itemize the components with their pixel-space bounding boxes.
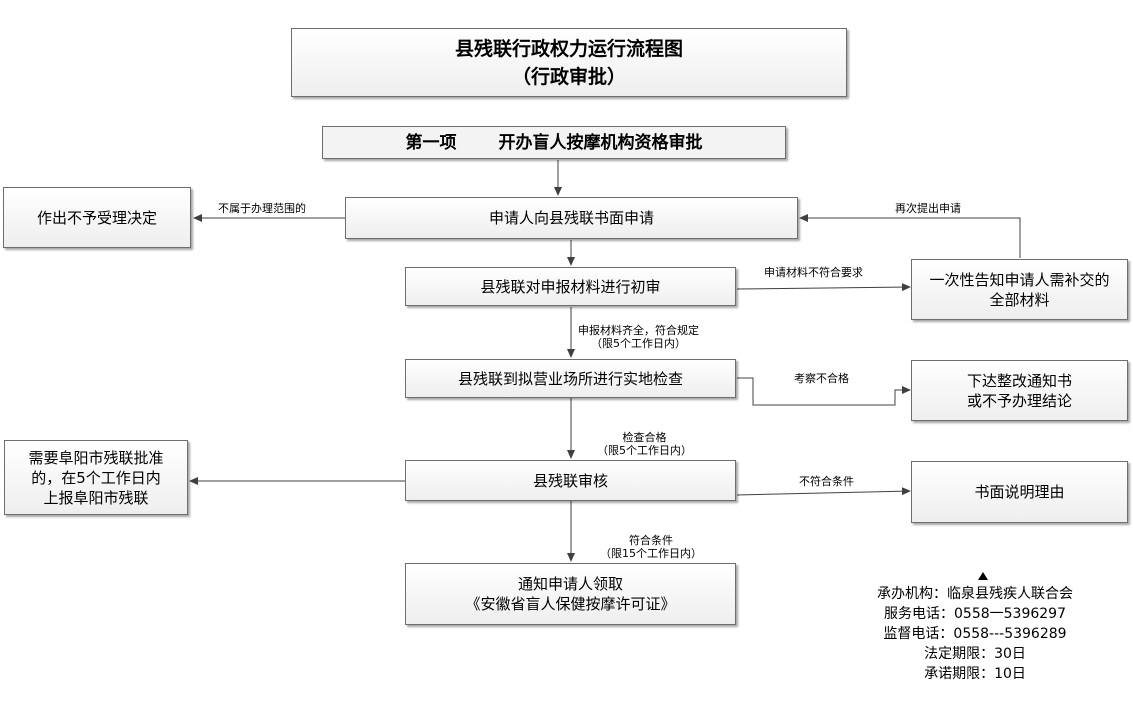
rectify-line2: 或不予办理结论 <box>966 391 1072 410</box>
contact-info: 承办机构：临泉县残疾人联合会 服务电话：0558一5396297 监督电话：05… <box>850 584 1100 684</box>
reject-box: 作出不予受理决定 <box>3 187 191 248</box>
initial-review-text: 县残联对申报材料进行初审 <box>480 277 661 296</box>
explain-box: 书面说明理由 <box>911 461 1128 523</box>
notify-line1: 通知申请人领取 <box>517 575 623 593</box>
supplement-box: 一次性告知申请人需补交的 全部材料 <box>911 259 1128 320</box>
label-inspection-failed: 考察不合格 <box>794 372 849 385</box>
diagram-title: 县残联行政权力运行流程图 （行政审批） <box>291 28 847 97</box>
label-resubmit: 再次提出申请 <box>895 202 961 215</box>
label-inspection-passed: 检查合格 （限5个工作日内） <box>597 431 692 457</box>
label-inspection-passed-line2: （限5个工作日内） <box>597 444 692 457</box>
info-org: 承办机构：临泉县残疾人联合会 <box>877 586 1073 602</box>
info-supervise-phone: 监督电话：0558---5396289 <box>883 626 1067 642</box>
rectify-line1: 下达整改通知书 <box>966 371 1072 390</box>
info-promised-period: 承诺期限：10日 <box>924 666 1026 682</box>
label-conditions-met-line2: （限15个工作日内） <box>600 547 702 560</box>
label-materials-complete-line1: 申报材料齐全，符合规定 <box>578 324 699 337</box>
label-inspection-passed-line1: 检查合格 <box>622 431 667 444</box>
label-conditions-unmet: 不符合条件 <box>799 475 854 488</box>
report-line3: 上报阜阳市残联 <box>43 488 149 507</box>
notify-line2: 《安徽省盲人保健按摩许可证》 <box>465 595 676 613</box>
arrow-initial-to-supplement <box>736 283 911 292</box>
apply-box: 申请人向县残联书面申请 <box>345 197 798 239</box>
apply-text: 申请人向县残联书面申请 <box>488 209 654 227</box>
report-line2: 的，在5个工作日内 <box>31 468 161 487</box>
notify-box: 通知申请人领取 《安徽省盲人保健按摩许可证》 <box>405 563 736 625</box>
report-line1: 需要阜阳市残联批准 <box>28 448 164 467</box>
reject-text: 作出不予受理决定 <box>36 208 157 227</box>
arrow-inspection-to-rectify <box>737 377 911 406</box>
explain-text: 书面说明理由 <box>974 483 1065 501</box>
supplement-line2: 全部材料 <box>989 290 1050 309</box>
rectify-box: 下达整改通知书 或不予办理结论 <box>911 360 1128 421</box>
label-materials-incomplete: 申请材料不符合要求 <box>764 266 863 279</box>
label-conditions-met-line1: 符合条件 <box>629 534 673 547</box>
info-service-phone: 服务电话：0558一5396297 <box>884 606 1066 622</box>
title-line2: （行政审批） <box>511 65 626 88</box>
inspection-text: 县残联到拟营业场所进行实地检查 <box>457 369 683 388</box>
label-conditions-met: 符合条件 （限15个工作日内） <box>600 534 702 560</box>
label-out-of-scope: 不属于办理范围的 <box>218 202 306 215</box>
item-title: 第一项 开办盲人按摩机构资格审批 <box>322 126 786 159</box>
initial-review-box: 县残联对申报材料进行初审 <box>405 267 736 306</box>
label-materials-complete: 申报材料齐全，符合规定 （限5个工作日内） <box>578 324 699 350</box>
info-legal-period: 法定期限：30日 <box>924 646 1026 662</box>
item-prefix: 第一项 <box>405 132 457 153</box>
up-triangle-icon <box>978 572 988 580</box>
item-name: 开办盲人按摩机构资格审批 <box>498 132 703 153</box>
title-line1: 县残联行政权力运行流程图 <box>454 37 683 60</box>
supplement-line1: 一次性告知申请人需补交的 <box>929 270 1110 289</box>
label-materials-complete-line2: （限5个工作日内） <box>591 337 686 350</box>
inspection-box: 县残联到拟营业场所进行实地检查 <box>405 359 736 398</box>
review-box: 县残联审核 <box>405 460 736 501</box>
review-text: 县残联审核 <box>532 471 608 490</box>
arrow-review-to-explain <box>736 487 911 496</box>
report-box: 需要阜阳市残联批准 的，在5个工作日内 上报阜阳市残联 <box>4 440 188 515</box>
arrow-supplement-to-apply <box>799 214 1021 258</box>
